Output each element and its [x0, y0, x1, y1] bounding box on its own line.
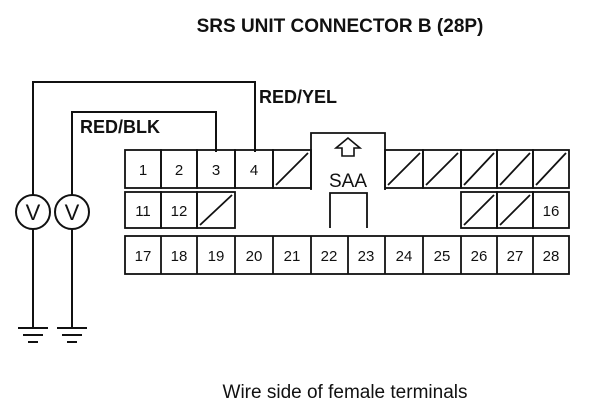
terminal-number: 26: [471, 248, 488, 265]
blank-cavity: [196, 191, 236, 229]
terminal-number: 23: [358, 248, 375, 265]
voltmeter-symbol: V: [26, 200, 41, 225]
terminal-number: 25: [434, 248, 451, 265]
ground-icon: [18, 327, 48, 343]
wire-label-red-blk: RED/BLK: [80, 117, 160, 137]
connector-key: SAA: [310, 132, 386, 228]
terminal-number: 22: [321, 248, 338, 265]
row-3: [124, 235, 570, 275]
terminal-number: 12: [171, 203, 188, 220]
row-3-frame: [124, 235, 570, 275]
terminal-number: 17: [135, 248, 152, 265]
blank-cavity: [532, 149, 570, 189]
caption: Wire side of female terminals: [223, 382, 468, 403]
terminal-number: 16: [543, 203, 560, 220]
ground-icon: [57, 327, 87, 343]
key-label: SAA: [329, 171, 367, 192]
voltmeter-symbol: V: [65, 200, 80, 225]
voltmeter-icon: [15, 194, 51, 230]
terminal-number: 3: [212, 162, 220, 179]
terminal-cavity-16: [532, 191, 570, 229]
row-2: [124, 191, 570, 229]
voltmeter-outer: V: [15, 194, 51, 230]
terminal-number: 24: [396, 248, 413, 265]
terminal-number: 11: [135, 203, 151, 220]
voltmeter-inner: V: [54, 194, 90, 230]
wire-red-blk: [71, 111, 217, 195]
terminal-number: 2: [175, 162, 183, 179]
terminal-number: 20: [246, 248, 263, 265]
key-slot: [329, 192, 368, 228]
terminal-number: 18: [171, 248, 188, 265]
terminal-number: 1: [139, 162, 147, 179]
row-1: [124, 149, 570, 189]
arrow-up-icon: [333, 136, 363, 157]
terminal-number: 19: [208, 248, 225, 265]
terminal-number: 28: [543, 248, 560, 265]
connector-body: SAA: [124, 132, 570, 275]
voltmeter-icon: [54, 194, 90, 230]
terminal-number: 27: [507, 248, 524, 265]
terminal-number: 4: [250, 162, 258, 179]
wire-red-yel: [32, 81, 256, 195]
wire-label-red-yel: RED/YEL: [259, 87, 337, 107]
terminal-number: 21: [284, 248, 301, 265]
diagram-title: SRS UNIT CONNECTOR B (28P): [197, 16, 484, 37]
